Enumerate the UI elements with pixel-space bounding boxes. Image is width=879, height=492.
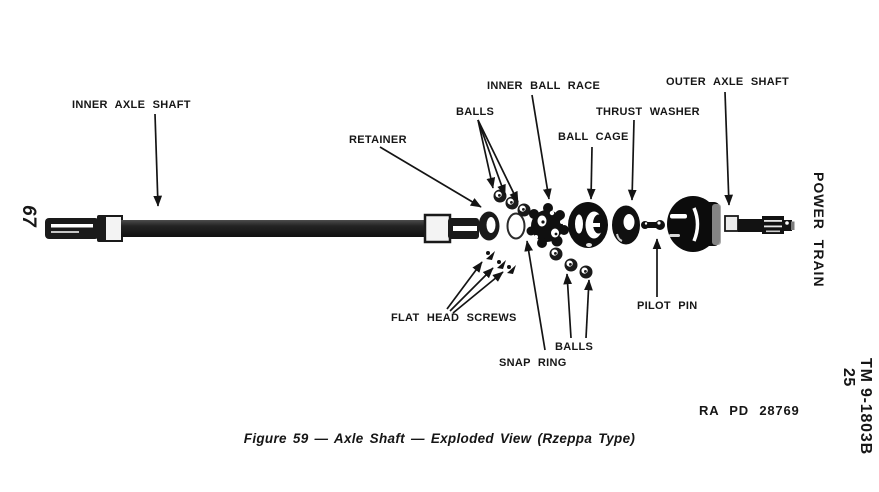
- leader-ball-cage: [586, 146, 596, 200]
- thrust-washer-part: [612, 205, 640, 245]
- leader-flat-head-screws-1: [446, 261, 483, 310]
- leader-thrust-washer: [627, 119, 637, 201]
- leader-arrows: [153, 91, 734, 351]
- label-ball-cage: BALL CAGE: [558, 131, 629, 143]
- label-outer-axle-shaft: OUTER AXLE SHAFT: [666, 76, 790, 88]
- ball-cage-part: [568, 202, 608, 248]
- leader-balls-bottom-2: [584, 279, 593, 339]
- balls-top-part: [493, 189, 531, 217]
- leader-flat-head-screws-3: [452, 271, 504, 314]
- outer-axle-shaft-part: [667, 196, 795, 252]
- label-flat-head-screws: FLAT HEAD SCREWS: [391, 312, 517, 324]
- leader-flat-head-screws-2: [449, 267, 494, 312]
- label-pilot-pin: PILOT PIN: [637, 300, 698, 312]
- leader-balls-bottom-1: [563, 273, 573, 339]
- leader-snap-ring: [524, 240, 546, 351]
- label-retainer: RETAINER: [349, 134, 407, 146]
- leader-inner-axle-shaft: [153, 113, 163, 207]
- flat-head-screws-part: [486, 251, 516, 274]
- leader-inner-ball-race: [531, 94, 552, 200]
- label-balls-top: BALLS: [456, 106, 495, 118]
- label-inner-axle-shaft: INNER AXLE SHAFT: [72, 99, 191, 111]
- label-snap-ring: SNAP RING: [499, 357, 567, 369]
- section-header: POWER TRAIN: [811, 172, 827, 288]
- inner-ball-race-part: [526, 203, 569, 248]
- retainer-part: [478, 211, 500, 241]
- label-thrust-washer: THRUST WASHER: [596, 106, 700, 118]
- paragraph-number: 25: [840, 368, 857, 387]
- leader-retainer: [379, 146, 482, 208]
- page-number: 67: [18, 205, 39, 228]
- leader-balls-top-1: [477, 119, 496, 189]
- pilot-pin-part: [641, 220, 665, 230]
- leader-balls-top-2: [477, 119, 506, 196]
- leader-balls-top-3: [477, 119, 519, 203]
- manual-number: TM 9-1803B: [857, 358, 874, 455]
- inner-axle-shaft-part: [45, 213, 479, 244]
- leader-outer-axle-shaft: [724, 91, 734, 206]
- photo-credit-number: RA PD 28769: [699, 403, 800, 418]
- label-balls-bottom: BALLS: [555, 341, 594, 353]
- snap-ring-part: [506, 212, 526, 240]
- balls-bottom-part: [549, 247, 593, 279]
- label-inner-ball-race: INNER BALL RACE: [487, 80, 601, 92]
- figure-caption: Figure 59 — Axle Shaft — Exploded View (…: [243, 431, 636, 446]
